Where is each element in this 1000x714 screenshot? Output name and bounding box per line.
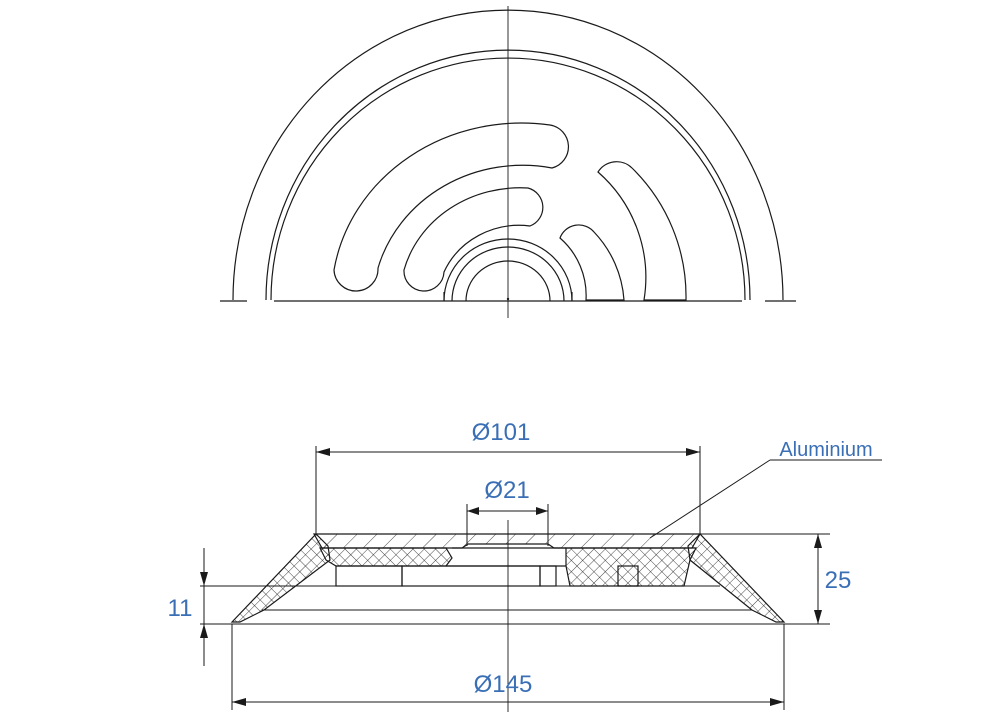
dim-text-25: 25 — [825, 567, 852, 594]
arrow-145-left — [232, 698, 246, 706]
arrow-101-left — [316, 448, 330, 456]
arrow-25-bottom — [814, 610, 822, 624]
vent-slot-middle — [403, 187, 544, 292]
rubber-lip-left — [230, 533, 331, 623]
arrow-21-left — [467, 507, 479, 515]
inner-step-left — [335, 565, 403, 587]
dim-text-101: Ø101 — [472, 419, 531, 446]
aluminium-plate — [312, 533, 702, 549]
rubber-lip-right — [687, 533, 786, 623]
arrow-21-right — [536, 507, 548, 515]
inner-step-notch — [539, 565, 557, 587]
arrow-101-right — [686, 448, 700, 456]
center-mark — [506, 297, 510, 301]
dim-text-21: Ø21 — [484, 477, 529, 504]
arrow-11-bottom — [200, 624, 208, 638]
dim-text-145: Ø145 — [474, 671, 533, 698]
section-view: Ø101 Ø21 Ø145 25 11 Aluminium — [168, 419, 882, 712]
inner-step-mid — [401, 565, 541, 587]
aluminium-leader — [649, 459, 771, 539]
outer-rim-arc — [232, 9, 784, 301]
vent-slot-outer — [333, 122, 570, 292]
arrow-25-top — [814, 534, 822, 548]
hub-bore — [465, 260, 551, 302]
dim-text-11: 11 — [168, 595, 193, 622]
rubber-core-right — [565, 547, 697, 587]
hub-ring-outer — [443, 238, 573, 302]
inner-rim-arc-2 — [270, 57, 746, 301]
rubber-core-left — [319, 547, 453, 567]
aluminium-label: Aluminium — [779, 439, 872, 461]
top-view — [220, 6, 796, 318]
inner-rim-arc-1 — [265, 49, 751, 301]
vent-slot-right-large — [597, 161, 687, 301]
hub-ring-mid — [451, 246, 565, 302]
vent-slot-right-small — [559, 224, 625, 301]
arrow-145-right — [770, 698, 784, 706]
arrow-11-top — [200, 572, 208, 586]
